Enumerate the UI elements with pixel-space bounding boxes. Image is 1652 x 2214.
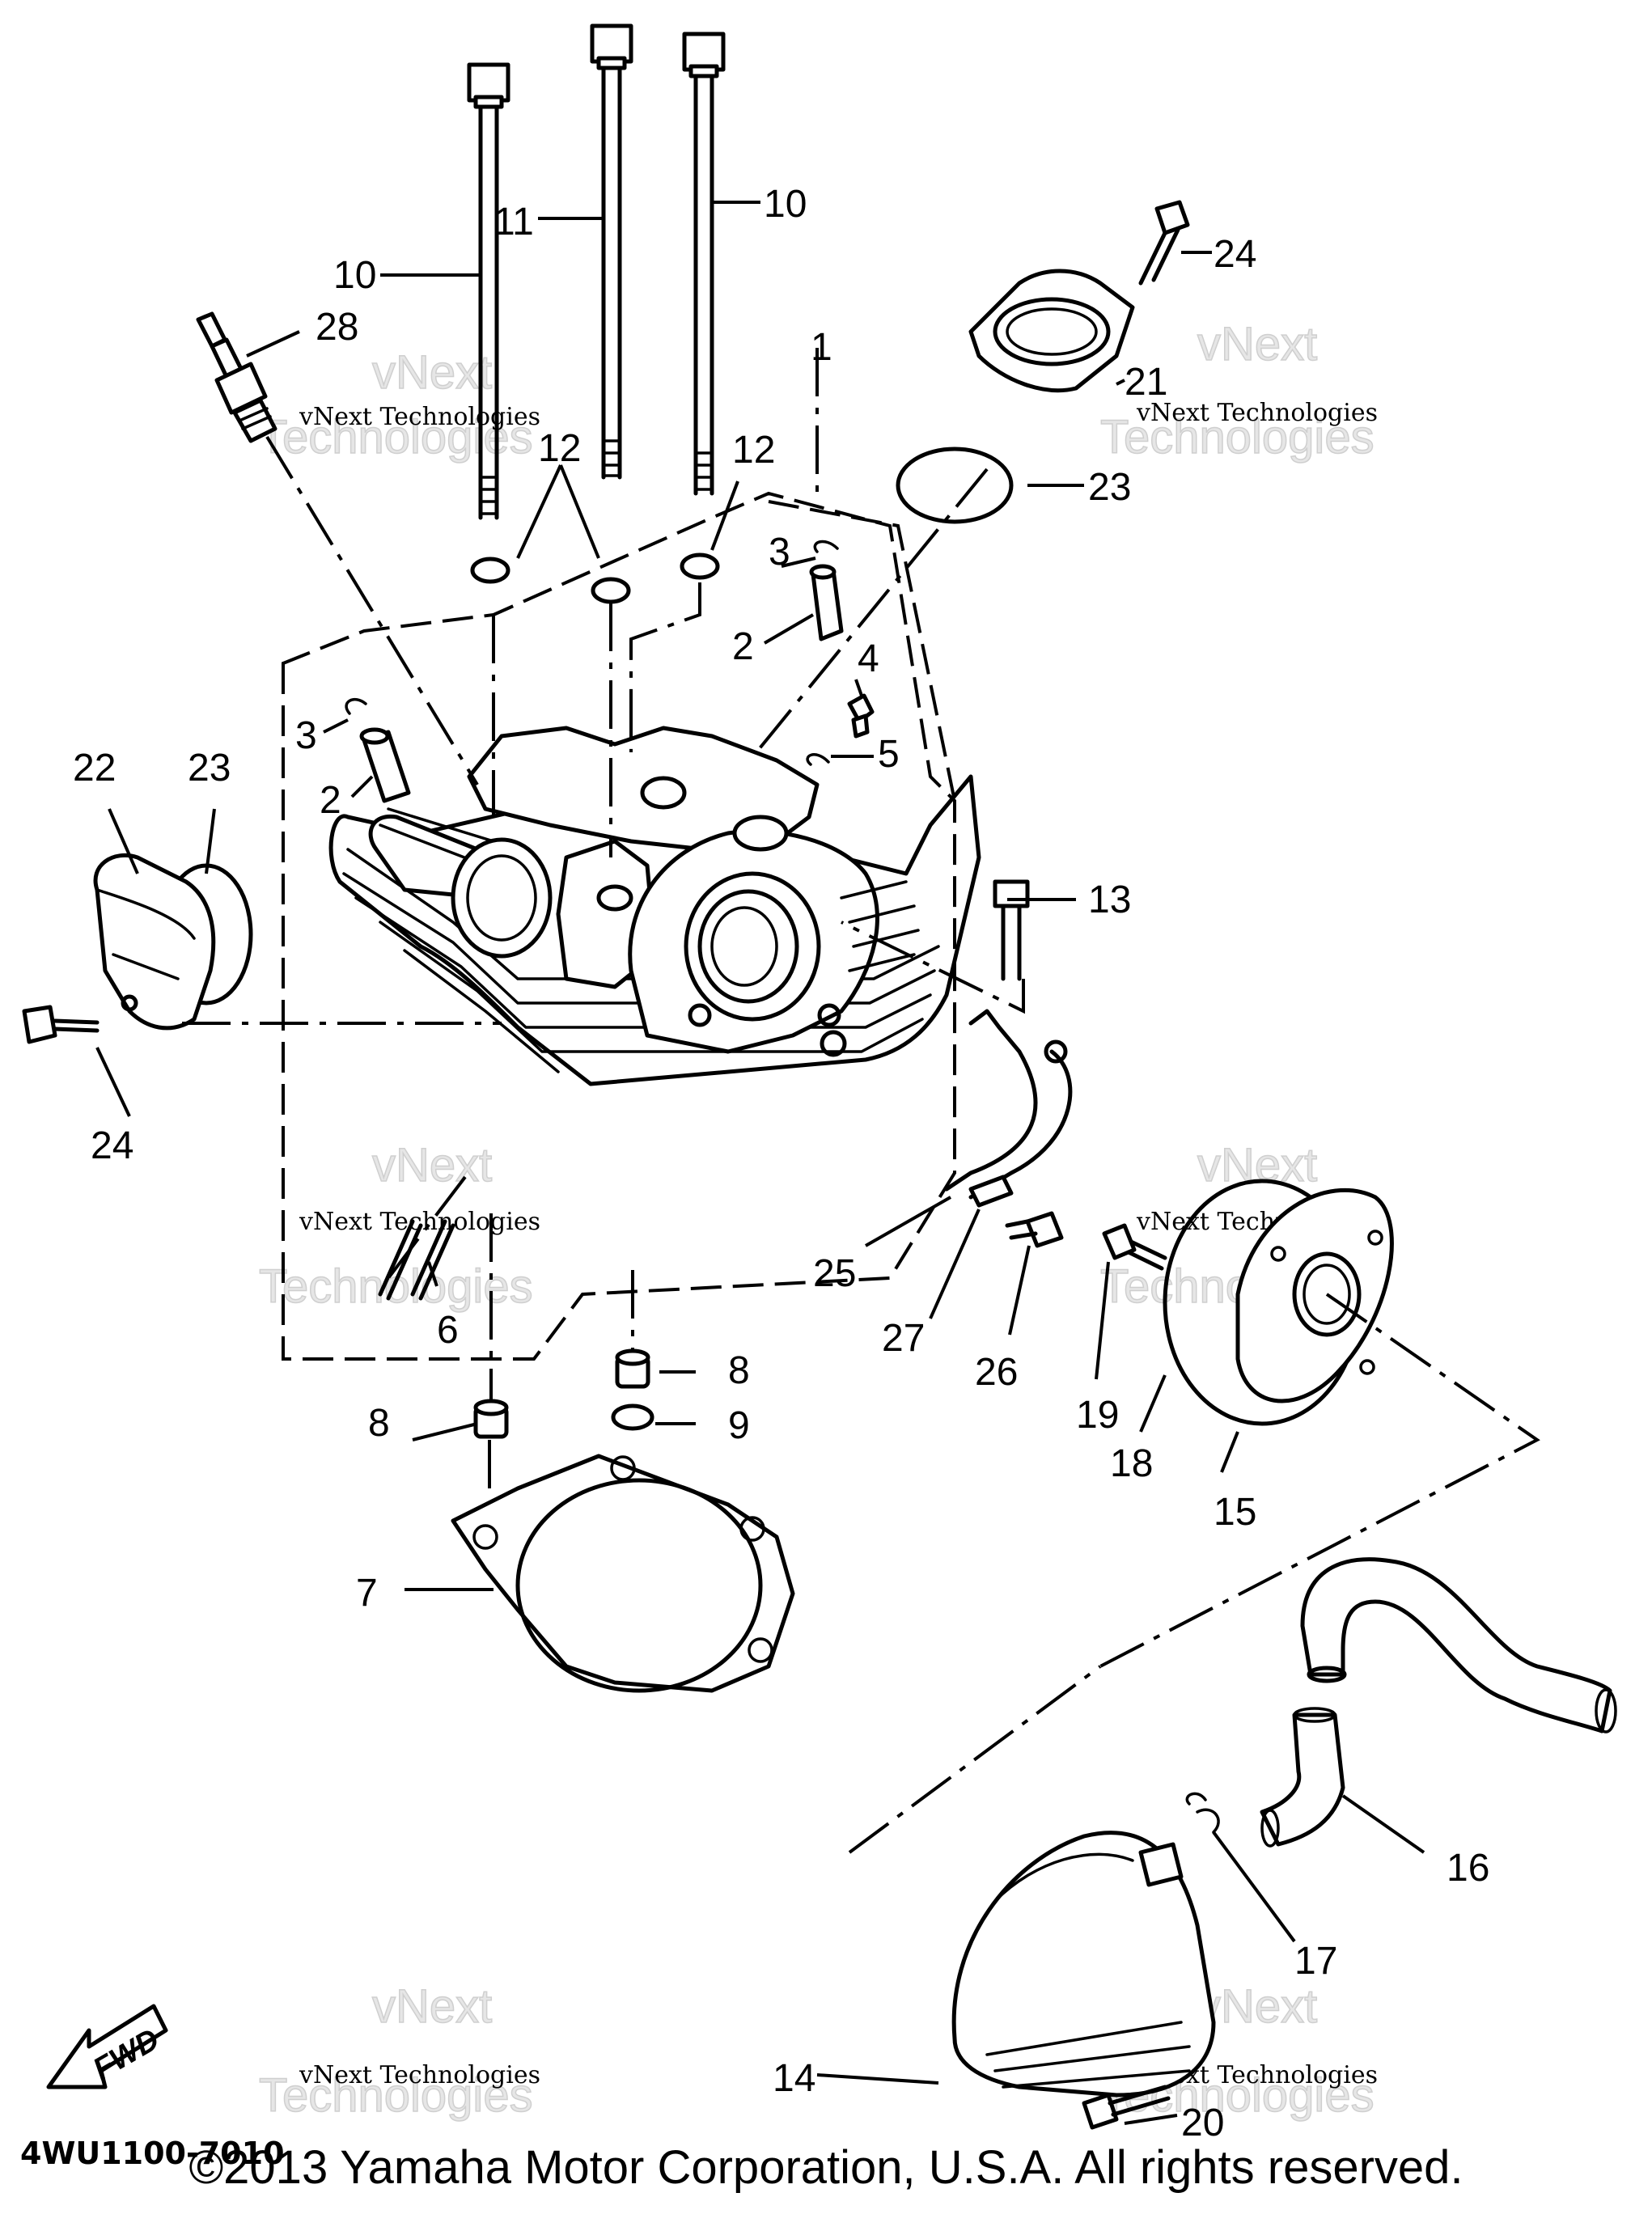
bolt-11 [590,23,633,480]
cover-15 [1235,1187,1394,1403]
bolt-19 [1102,1223,1167,1271]
callout-14: 14 [773,2057,815,2100]
callout-16: 16 [1447,1847,1489,1890]
clip-5 [806,753,830,766]
callout-13: 13 [1088,878,1131,921]
callout-7: 7 [356,1572,378,1615]
callout-11: 11 [493,201,534,243]
callout-26: 26 [975,1351,1018,1394]
svg-text:vNext Technologies: vNext Technologies [1136,399,1378,427]
callout-12-right: 12 [732,429,775,472]
tappet-cover-22 [93,853,253,1031]
bracket-27 [968,1175,1014,1208]
valve-guide-2-right [809,564,844,641]
diagram-code: 4WU1100-7010 [20,2136,285,2171]
callouts: 10 11 10 24 28 12 12 21 23 1 3 2 4 5 3 2… [73,183,1489,2144]
callout-4: 4 [858,637,879,680]
bolt-10-right [682,32,726,496]
leader-lines [95,201,1425,2125]
gasket-7 [451,1454,795,1693]
gasket-23-top [896,447,1014,524]
callout-20: 20 [1181,2102,1224,2144]
clamp-17 [1185,1792,1220,1834]
reference-lines [182,348,1540,1854]
callout-9: 9 [728,1404,750,1447]
watermark-bottom-left: Technologies vNext vNext Technologies [258,1979,540,2123]
svg-text:vNext Technologies: vNext Technologies [299,403,540,431]
cylinder-head-bolts [467,23,726,520]
valve-guide-2-left [359,727,411,803]
callout-12-left: 12 [538,427,581,470]
pipe-25 [944,1009,1073,1200]
svg-text:vNext: vNext [1197,1139,1317,1192]
callout-28: 28 [316,306,358,349]
callout-10-right: 10 [764,183,807,226]
cover-14 [951,1831,1216,2098]
callout-19: 19 [1076,1394,1119,1437]
callout-21: 21 [1125,361,1167,404]
callout-24-left: 24 [91,1124,133,1167]
callout-1: 1 [811,326,832,369]
clip-3-left [345,698,367,715]
svg-text:Technologies: Technologies [259,411,533,464]
svg-text:Technologies: Technologies [259,1260,533,1313]
plug-4 [847,693,875,739]
hose-16-lower [1260,1707,1345,1848]
bolt-13 [993,879,1030,981]
washers-12 [470,552,720,604]
dowel-8-left [473,1399,509,1439]
clip-3-right [813,540,839,553]
svg-text:vNext Technologies: vNext Technologies [299,2061,540,2089]
bolt-24-left [22,1005,100,1044]
callout-24-top: 24 [1214,233,1256,276]
bolt-10-left [467,62,510,520]
bolt-24-top [1138,200,1190,286]
spark-plug-28 [196,311,277,443]
assembly-outline-dashed [282,491,956,1361]
copyright-notice: ©2013 Yamaha Motor Corporation, U.S.A. A… [188,2141,1464,2194]
callout-3-left: 3 [295,714,317,757]
callout-22: 22 [73,747,116,790]
callout-2-left: 2 [320,779,341,822]
callout-27: 27 [882,1317,925,1360]
callout-23-top: 23 [1088,466,1131,509]
callout-23-left: 23 [188,747,231,790]
watermark-top-right: Technologies vNext vNext Technologies [1099,317,1378,464]
flange-21 [968,269,1135,393]
callout-3-right: 3 [769,531,790,574]
svg-text:vNext: vNext [1197,1980,1317,2033]
callout-25: 25 [813,1252,856,1295]
fwd-arrow-icon: FWD [46,2004,168,2089]
watermark-mid-left: Technologies vNext vNext Technologies [258,1138,540,1314]
bolt-26 [1005,1211,1064,1248]
studs-6 [378,1219,455,1301]
svg-text:Technologies: Technologies [259,2069,533,2122]
svg-text:vNext: vNext [1197,318,1317,370]
svg-text:vNext: vNext [372,1139,492,1192]
callout-18: 18 [1110,1442,1153,1485]
dowel-8-right [615,1348,650,1389]
callout-8-right: 8 [728,1349,750,1392]
callout-8-left: 8 [368,1402,390,1445]
callout-15: 15 [1214,1491,1256,1534]
callout-10-left: 10 [333,254,376,297]
callout-5: 5 [878,733,900,776]
washer-9 [611,1403,654,1431]
svg-text:vNext: vNext [372,1980,492,2033]
callout-2-right: 2 [732,625,754,668]
svg-text:Technologies: Technologies [1100,411,1375,464]
watermark-top-left: Technologies vNext vNext Technologies [258,345,540,464]
callout-6: 6 [437,1309,459,1352]
hose-16 [1300,1557,1617,1734]
cylinder-head [328,726,981,1086]
callout-17: 17 [1294,1940,1337,1983]
svg-text:vNext: vNext [372,346,492,399]
bolt-20 [1082,2085,1171,2130]
